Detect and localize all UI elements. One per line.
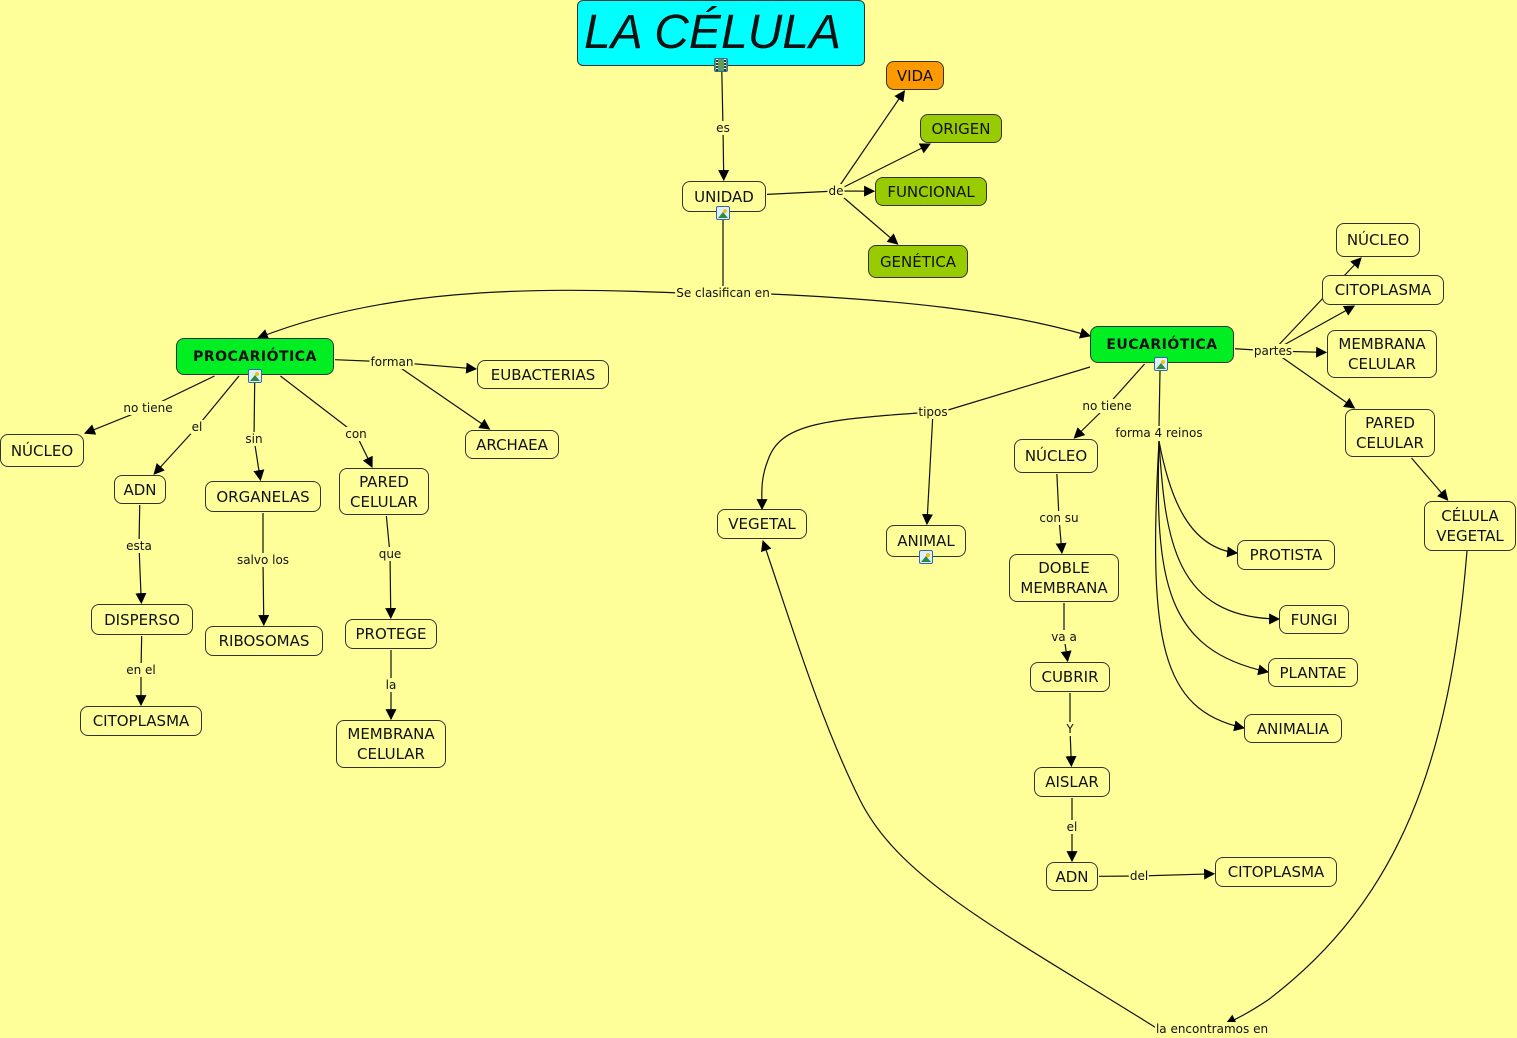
link-line-source bbox=[280, 375, 357, 435]
link-arrow-eucariotica bbox=[769, 293, 1092, 339]
concept-node-eubacterias[interactable]: EUBACTERIAS bbox=[477, 360, 609, 389]
link-arrow-origen bbox=[835, 143, 931, 192]
link-arrow-vegetal bbox=[760, 539, 1159, 1030]
link-line-source bbox=[196, 375, 240, 428]
linking-phrase[interactable]: forman bbox=[369, 355, 415, 369]
linking-phrase[interactable]: del bbox=[1128, 869, 1150, 883]
link-arrow-unidad bbox=[718, 127, 730, 182]
image-resource-icon[interactable] bbox=[919, 550, 933, 564]
link-line-source bbox=[766, 190, 837, 195]
concept-node-ribosomas[interactable]: RIBOSOMAS bbox=[205, 626, 323, 656]
concept-node-genetica[interactable]: GENÉTICA bbox=[868, 245, 968, 278]
concept-node-e-adn[interactable]: ADN bbox=[1046, 862, 1098, 891]
linking-phrase[interactable]: no tiene bbox=[122, 401, 174, 415]
concept-node-e-citoplasma2[interactable]: CITOPLASMA bbox=[1215, 857, 1337, 887]
linking-phrase[interactable]: salvo los bbox=[235, 553, 291, 567]
concept-node-organelas[interactable]: ORGANELAS bbox=[205, 481, 321, 512]
concept-node-eucariotica[interactable]: EUCARIÓTICA bbox=[1090, 326, 1234, 363]
concept-node-animalia[interactable]: ANIMALIA bbox=[1244, 714, 1342, 743]
link-arrow-pt-citoplasma bbox=[1272, 305, 1356, 352]
link-arrow-animalia bbox=[1154, 440, 1246, 732]
concept-node-protista[interactable]: PROTISTA bbox=[1237, 540, 1335, 570]
link-line-source bbox=[1267, 550, 1468, 1001]
linking-phrase[interactable]: Y bbox=[1065, 722, 1075, 736]
link-arrow-celula-vegetal bbox=[1429, 479, 1449, 501]
link-arrow-fungi bbox=[1158, 440, 1281, 625]
linking-phrase[interactable]: sin bbox=[244, 432, 264, 446]
linking-phrase[interactable]: de bbox=[827, 184, 845, 198]
linking-phrase[interactable]: partes bbox=[1252, 344, 1294, 358]
concept-node-vida[interactable]: VIDA bbox=[886, 61, 944, 90]
link-arrow-p-adn bbox=[153, 426, 198, 475]
concept-node-pt-citoplasma[interactable]: CITOPLASMA bbox=[1322, 275, 1444, 305]
link-line-source bbox=[947, 366, 1091, 411]
link-arrow-plantae bbox=[1157, 440, 1270, 676]
image-resource-icon[interactable] bbox=[1154, 357, 1168, 371]
link-line-source bbox=[721, 66, 724, 129]
image-resource-icon[interactable] bbox=[248, 369, 262, 383]
concept-node-pt-nucleo[interactable]: NÚCLEO bbox=[1336, 223, 1420, 257]
link-arrow-ribosomas bbox=[258, 559, 270, 627]
link-arrow-protista bbox=[1158, 440, 1239, 558]
link-arrow-pt-pared bbox=[1272, 350, 1356, 409]
linking-phrase[interactable]: esta bbox=[125, 539, 153, 553]
linking-phrase[interactable]: tipos bbox=[917, 405, 949, 419]
concept-node-pt-membrana[interactable]: MEMBRANA CELULAR bbox=[1327, 330, 1437, 378]
concept-node-cubrir[interactable]: CUBRIR bbox=[1030, 662, 1110, 692]
concept-node-p-nucleo[interactable]: NÚCLEO bbox=[0, 434, 84, 467]
linking-phrase[interactable]: con bbox=[344, 427, 368, 441]
concept-node-aislar[interactable]: AISLAR bbox=[1034, 767, 1110, 797]
concept-node-celula[interactable]: LA CÉLULA bbox=[577, 0, 865, 66]
image-resource-icon[interactable] bbox=[716, 206, 730, 220]
linking-phrase[interactable]: que bbox=[377, 547, 403, 561]
linking-phrase[interactable]: forma 4 reinos bbox=[1114, 426, 1204, 440]
link-arrow-pt-nucleo bbox=[1272, 257, 1362, 352]
video-resource-icon[interactable] bbox=[714, 58, 728, 72]
concept-node-fungi[interactable]: FUNGI bbox=[1279, 605, 1349, 634]
link-arrow-protege bbox=[385, 553, 397, 620]
link-line-source bbox=[1056, 473, 1060, 519]
concept-node-doble[interactable]: DOBLE MEMBRANA bbox=[1009, 554, 1119, 602]
linking-phrase[interactable]: el bbox=[190, 420, 204, 434]
link-arrow-animal bbox=[921, 411, 934, 526]
linking-phrase[interactable]: va a bbox=[1050, 630, 1078, 644]
concept-node-protege[interactable]: PROTEGE bbox=[345, 619, 437, 649]
linking-phrase[interactable]: el bbox=[1065, 820, 1079, 834]
concept-node-funcional[interactable]: FUNCIONAL bbox=[875, 177, 987, 206]
concept-node-archaea[interactable]: ARCHAEA bbox=[465, 430, 559, 459]
concept-node-p-adn[interactable]: ADN bbox=[114, 475, 166, 504]
link-arrow-archaea bbox=[391, 361, 491, 430]
concept-node-e-nucleo[interactable]: NÚCLEO bbox=[1014, 439, 1098, 473]
concept-node-pt-pared[interactable]: PARED CELULAR bbox=[1345, 409, 1435, 457]
linking-phrase[interactable]: Se clasifican en bbox=[675, 286, 771, 300]
concept-node-p-membrana[interactable]: MEMBRANA CELULAR bbox=[336, 720, 446, 768]
concept-node-celula-vegetal[interactable]: CÉLULA VEGETAL bbox=[1424, 501, 1516, 551]
concept-node-disperso[interactable]: DISPERSO bbox=[91, 604, 193, 635]
link-line-source bbox=[1411, 457, 1431, 480]
concept-node-p-citoplasma[interactable]: CITOPLASMA bbox=[80, 706, 202, 736]
link-arrow-vegetal bbox=[756, 412, 919, 511]
link-line-source bbox=[253, 375, 256, 440]
link-arrow-disperso bbox=[135, 545, 147, 605]
concept-node-vegetal[interactable]: VEGETAL bbox=[717, 509, 807, 539]
linking-phrase[interactable]: la encontramos en bbox=[1154, 1022, 1270, 1036]
linking-phrase[interactable]: en el bbox=[125, 663, 157, 677]
concept-node-plantae[interactable]: PLANTAE bbox=[1268, 658, 1358, 687]
linking-phrase[interactable]: no tiene bbox=[1081, 399, 1133, 413]
link-arrow-procariotica bbox=[256, 289, 681, 340]
link-arrow-genetica bbox=[835, 190, 899, 245]
linking-phrase[interactable]: es bbox=[715, 121, 731, 135]
link-arrow-vida bbox=[835, 90, 906, 192]
linking-phrase[interactable]: la bbox=[384, 678, 398, 692]
link-arrow-e-citoplasma2 bbox=[1138, 868, 1216, 880]
concept-node-origen[interactable]: ORIGEN bbox=[920, 114, 1002, 143]
linking-phrase[interactable]: con su bbox=[1038, 511, 1080, 525]
link-arrow-encontramos bbox=[1225, 999, 1269, 1025]
concept-node-p-pared[interactable]: PARED CELULAR bbox=[339, 468, 429, 515]
link-line-source bbox=[1158, 370, 1161, 428]
